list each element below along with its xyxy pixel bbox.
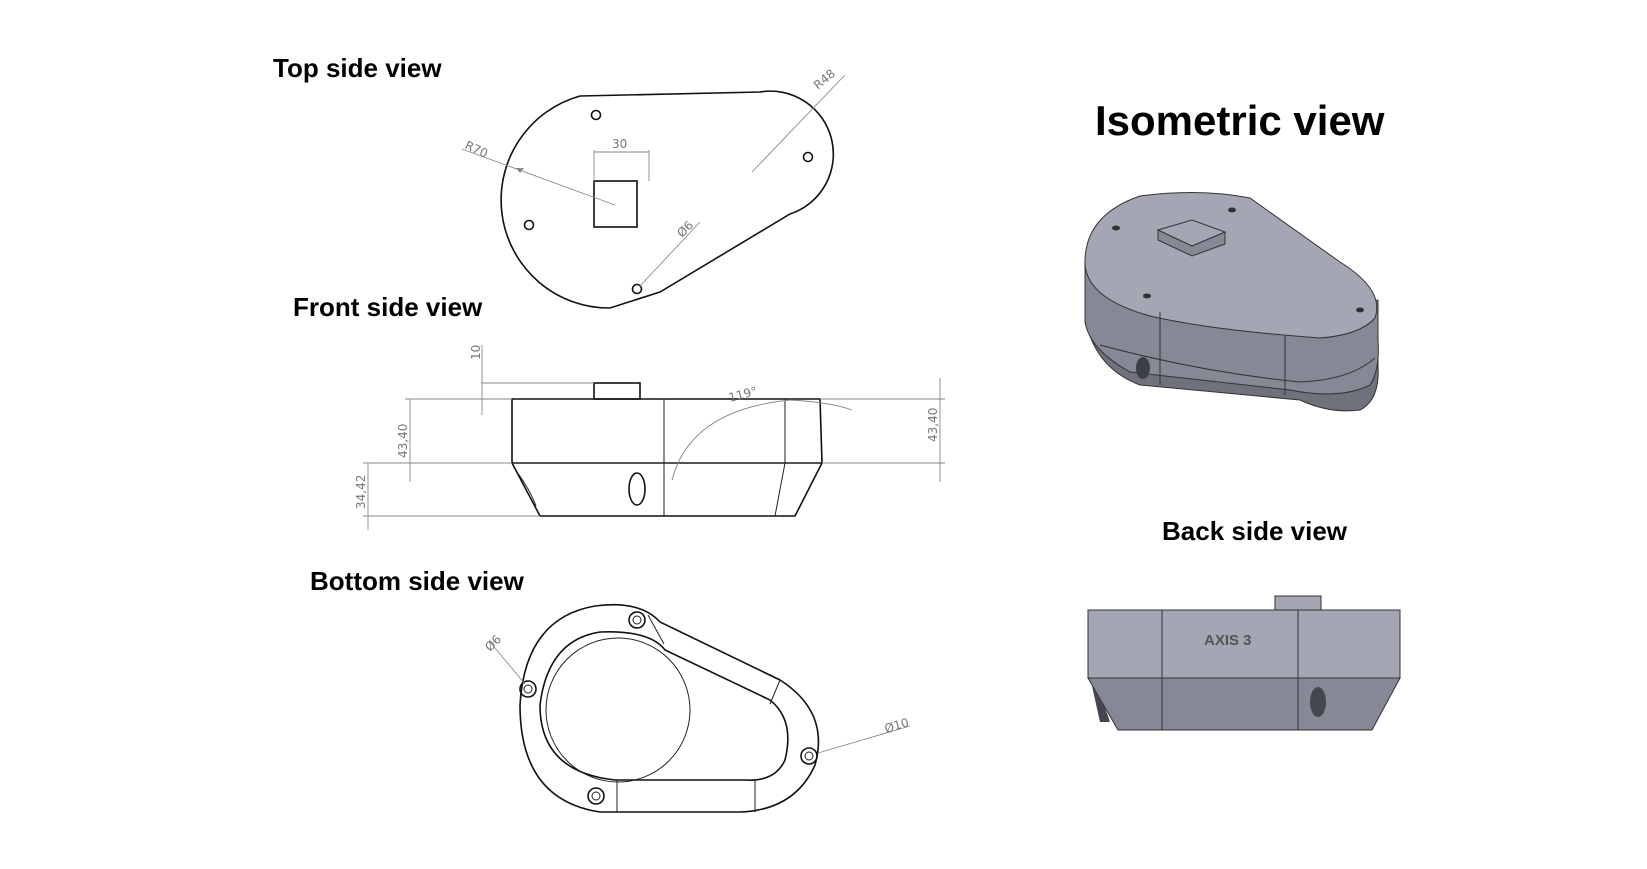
front-side-view: Front side view 10 43,40 34,42 43,40 119… <box>293 292 945 530</box>
dim-10-label: 10 <box>469 345 483 360</box>
bottom-view-seam <box>769 679 781 705</box>
back-view-port-left <box>1092 686 1110 722</box>
bottom-view-hole <box>800 747 818 765</box>
back-side-view: Back side view AXIS 3 <box>1087 516 1401 731</box>
front-view-boss <box>593 382 641 400</box>
front-view-upper-body <box>511 398 823 464</box>
isometric-view-title: Isometric view <box>1095 97 1385 144</box>
iso-hole <box>1228 207 1236 213</box>
bottom-view-inner-outline <box>539 631 789 781</box>
top-view-boss <box>593 180 638 228</box>
dim-34-label: 34,42 <box>354 475 368 509</box>
back-view-boss <box>1274 595 1322 611</box>
iso-hole <box>1112 225 1120 231</box>
dim-arrow <box>516 168 524 173</box>
front-view-lower-body <box>511 462 823 517</box>
top-view-hole <box>590 109 602 121</box>
isometric-view: Isometric view <box>1084 97 1385 412</box>
top-view-title: Top side view <box>273 53 442 83</box>
top-view-hole <box>523 219 535 231</box>
front-view-title: Front side view <box>293 292 483 322</box>
iso-port <box>1136 357 1150 379</box>
dim-43-right-label: 43,40 <box>926 408 940 442</box>
dim-hole10-label: Ø10 <box>883 715 911 736</box>
back-view-engraved-label: AXIS 3 <box>1204 632 1252 649</box>
dim-angle-arc <box>671 399 853 481</box>
dim-r48-label: R48 <box>811 66 838 92</box>
iso-top-face <box>1084 191 1378 339</box>
back-view-port <box>1310 687 1326 717</box>
dim-hole-leader <box>639 221 701 287</box>
bottom-view-hole <box>519 680 537 698</box>
iso-hole <box>1143 293 1151 299</box>
bottom-view-hole <box>587 787 605 805</box>
front-view-seam <box>774 462 786 517</box>
front-view-port <box>628 472 646 506</box>
iso-seam <box>1099 344 1376 383</box>
back-view-lower-body <box>1087 677 1401 731</box>
iso-boss-top <box>1156 219 1227 247</box>
front-view-port-left <box>516 471 537 507</box>
bottom-view-seam <box>647 614 665 645</box>
bottom-view-hole <box>628 611 646 629</box>
dim-angle-label: 119° <box>727 384 759 405</box>
dim-r48-leader <box>751 74 846 173</box>
top-view-outline <box>500 90 835 309</box>
top-view-hole <box>802 151 814 163</box>
dim-hole6-label: Ø6 <box>482 632 504 654</box>
bottom-view-outer-outline <box>519 603 820 813</box>
bottom-side-view: Bottom side view Ø6 Ø10 <box>310 566 911 813</box>
bottom-view-central-bore <box>545 637 691 783</box>
back-view-upper-body <box>1087 609 1401 679</box>
dim-hole6-leader <box>489 641 526 685</box>
dim-hole-label: Ø6 <box>674 218 696 240</box>
dim-hole10-leader <box>817 725 911 754</box>
back-view-title: Back side view <box>1162 516 1348 546</box>
dim-r70-leader <box>461 148 616 206</box>
dim-30-label: 30 <box>612 137 627 151</box>
iso-hole <box>1356 307 1364 313</box>
top-view-hole <box>631 283 643 295</box>
top-side-view: Top side view R70 R48 30 Ø6 <box>273 53 846 309</box>
bottom-view-title: Bottom side view <box>310 566 525 596</box>
dim-43-left-label: 43,40 <box>396 424 410 458</box>
